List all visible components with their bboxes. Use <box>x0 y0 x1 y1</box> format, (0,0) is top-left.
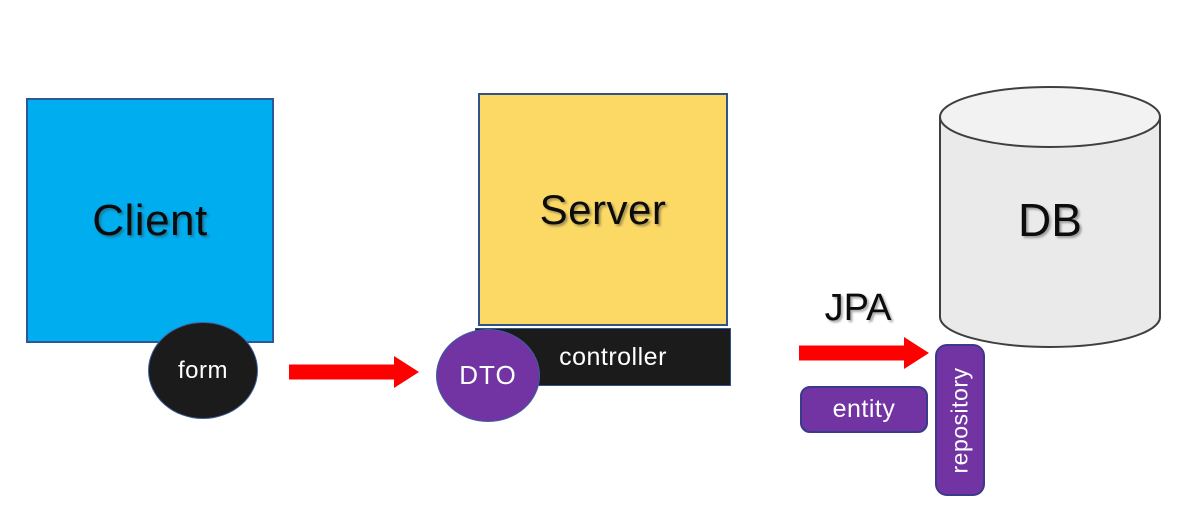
form-label: form <box>178 356 228 384</box>
jpa-label: JPA <box>824 286 892 329</box>
server-node: Server <box>478 93 728 326</box>
client-label: Client <box>92 195 208 245</box>
entity-node: entity <box>800 386 928 433</box>
controller-label: controller <box>559 342 667 371</box>
repository-node: repository <box>935 344 985 496</box>
dto-label: DTO <box>459 360 517 390</box>
repository-label: repository <box>946 367 973 473</box>
dto-node: DTO <box>436 329 540 422</box>
form-node: form <box>148 322 258 419</box>
arrow-right-icon <box>799 337 929 369</box>
arrow-right-icon <box>289 356 419 388</box>
entity-label: entity <box>832 395 896 423</box>
db-cylinder-icon <box>939 86 1161 348</box>
db-label: DB <box>1018 194 1082 246</box>
server-label: Server <box>539 185 667 233</box>
client-node: Client <box>26 98 274 343</box>
